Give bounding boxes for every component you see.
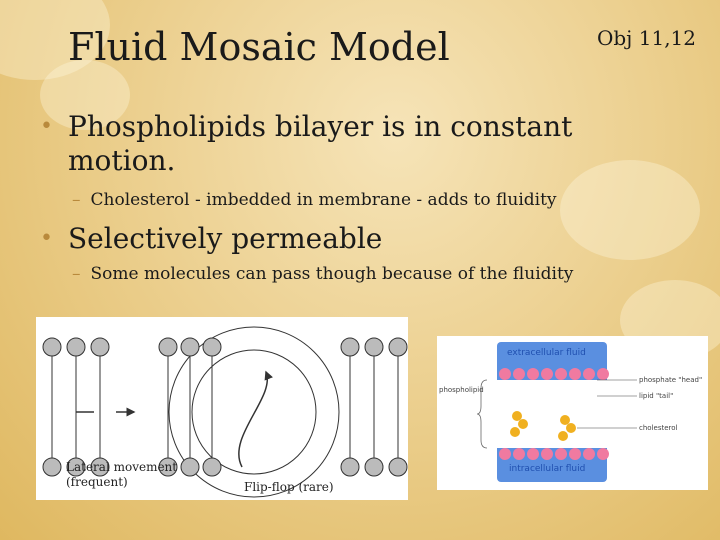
lipid-movement-figure: Lateral movement (frequent) Flip-flop (r… (36, 317, 408, 500)
phosphate-head-icon (569, 448, 581, 460)
phosphate-head-icon (499, 368, 511, 380)
lipid-head-icon (340, 457, 360, 477)
sub-bullet-2-text: Some molecules can pass though because o… (90, 264, 574, 284)
phosphate-head-icon (513, 368, 525, 380)
phosphate-head-icon (597, 368, 609, 380)
lipid-head-icon (42, 457, 62, 477)
lipid-movement-diagram (42, 326, 408, 498)
lipid-head-icon (180, 457, 200, 477)
phosphate-head-icon (527, 448, 539, 460)
phosphate-head-icon (499, 448, 511, 460)
lipid-head-icon (364, 337, 384, 357)
phosphate-head-icon (555, 368, 567, 380)
flipflop-label: Flip-flop (rare) (244, 480, 334, 494)
sub-bullet-1: –Cholesterol - imbedded in membrane - ad… (72, 190, 557, 210)
membrane-diagram (476, 342, 637, 482)
membrane-structure-figure: extracellular fluid intracellular fluid … (437, 336, 708, 490)
dash-icon: – (72, 264, 81, 284)
arrow-icon (238, 370, 273, 468)
sub-bullet-2: –Some molecules can pass though because … (72, 264, 573, 284)
cholesterol-label: cholesterol (639, 424, 678, 432)
lipid-head-icon (202, 337, 222, 357)
phosphate-head-label: phosphate "head" (639, 376, 703, 384)
lipid-head-icon (66, 337, 86, 357)
lipid-head-icon (364, 457, 384, 477)
phosphate-head-icon (569, 368, 581, 380)
phosphate-head-icon (541, 368, 553, 380)
lipid-head-icon (340, 337, 360, 357)
dash-icon: – (72, 190, 81, 210)
lateral-frequency-label: (frequent) (66, 475, 128, 489)
lipid-head-icon (388, 337, 408, 357)
phosphate-head-icon (513, 448, 525, 460)
phosphate-head-icon (597, 448, 609, 460)
bullet-2-text: Selectively permeable (68, 222, 383, 255)
sub-bullet-1-text: Cholesterol - imbedded in membrane - add… (90, 190, 557, 210)
lipid-head-icon (388, 457, 408, 477)
phosphate-head-icon (555, 448, 567, 460)
objective-label: Obj 11,12 (596, 26, 696, 50)
slide-title: Fluid Mosaic Model (68, 25, 450, 69)
lipid-head-icon (202, 457, 222, 477)
bullet-dot-icon: • (40, 114, 53, 139)
lipid-head-icon (180, 337, 200, 357)
lateral-movement-label: Lateral movement (66, 460, 178, 474)
phospholipid-label: phospholipid (439, 386, 484, 394)
phosphate-head-icon (527, 368, 539, 380)
phosphate-head-icon (541, 448, 553, 460)
lipid-head-icon (42, 337, 62, 357)
bullet-1-text: Phospholipids bilayer is in constant mot… (68, 110, 573, 177)
phosphate-head-icon (583, 368, 595, 380)
phosphate-head-icon (583, 448, 595, 460)
lipid-head-icon (158, 337, 178, 357)
intracellular-label: intracellular fluid (509, 464, 586, 474)
extracellular-label: extracellular fluid (507, 348, 586, 358)
lipid-tail-label: lipid "tail" (639, 392, 674, 400)
bullet-dot-icon: • (40, 226, 53, 251)
lipid-head-icon (90, 337, 110, 357)
